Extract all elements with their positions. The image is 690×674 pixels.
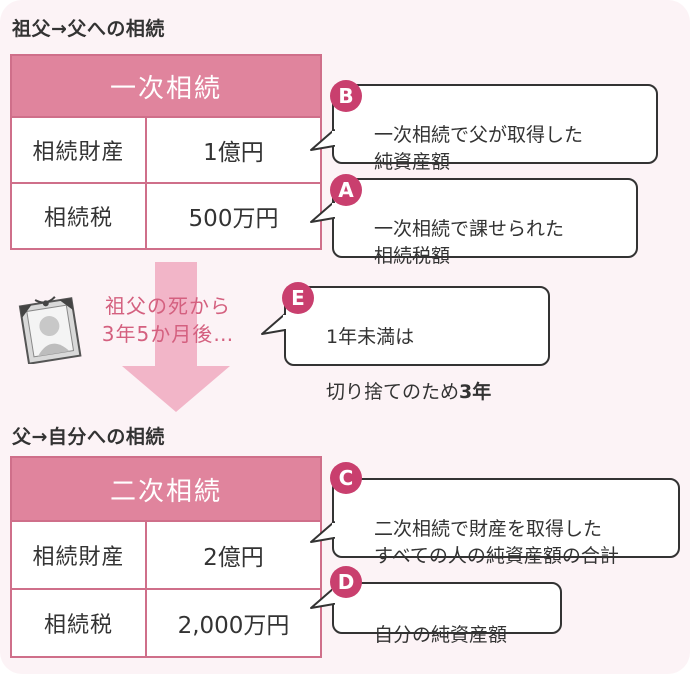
note-c-badge: C (330, 462, 362, 494)
time-elapsed-caption: 祖父の死から 3年5か月後… (101, 294, 235, 346)
second-inheritance-table: 二次相続 相続財産 2億円 相続税 2,000万円 (10, 456, 322, 658)
first-assets-value: 1億円 (203, 140, 264, 166)
note-d-bubble: 自分の純資産額 (332, 582, 562, 646)
second-assets-value: 2億円 (203, 545, 264, 571)
section1-title: 祖父→父への相続 (12, 18, 165, 40)
note-e-badge: E (282, 282, 314, 314)
note-e-bubble: 1年未満は 切り捨てのため3年 (284, 286, 550, 403)
down-arrow (122, 262, 230, 412)
note-d-text: 自分の純資産額 (374, 623, 508, 646)
first-row-assets: 相続財産 1億円 (12, 118, 320, 184)
note-e-bold-years: 3年 (459, 380, 492, 403)
note-a-badge: A (330, 174, 362, 206)
note-e-line2-text: 切り捨てのため (326, 380, 460, 403)
note-c-bubble: 二次相続で財産を取得した すべての人の純資産額の合計 (332, 478, 680, 567)
first-tax-value: 500万円 (188, 206, 279, 232)
note-b-pointer (310, 129, 336, 151)
second-tax-value: 2,000万円 (177, 613, 290, 639)
note-b-badge: B (330, 80, 362, 112)
first-table-header: 一次相続 (12, 56, 320, 118)
note-c-pointer (310, 521, 336, 543)
first-assets-label: 相続財産 (12, 118, 147, 182)
note-a-bubble: 一次相続で課せられた 相続税額 (332, 178, 638, 267)
note-e-line2: 切り捨てのため3年 (326, 379, 536, 407)
note-e-pointer (261, 313, 287, 335)
section2-title: 父→自分への相続 (12, 426, 165, 448)
note-e-line1: 1年未満は (326, 325, 415, 348)
note-a-text: 一次相続で課せられた 相続税額 (374, 217, 565, 268)
note-c-text: 二次相続で財産を取得した すべての人の純資産額の合計 (374, 517, 619, 568)
note-b-bubble: 一次相続で父が取得した 純資産額 (332, 84, 658, 173)
note-b-text: 一次相続で父が取得した 純資産額 (374, 123, 584, 174)
first-row-tax: 相続税 500万円 (12, 184, 320, 248)
second-row-tax: 相続税 2,000万円 (12, 590, 320, 656)
second-row-assets: 相続財産 2億円 (12, 522, 320, 590)
note-d-badge: D (330, 566, 362, 598)
first-tax-label: 相続税 (12, 184, 147, 248)
first-inheritance-table: 一次相続 相続財産 1億円 相続税 500万円 (10, 54, 322, 250)
second-tax-label: 相続税 (12, 590, 147, 656)
second-table-header: 二次相続 (12, 458, 320, 522)
note-a-pointer (310, 201, 336, 223)
second-assets-label: 相続財産 (12, 522, 147, 588)
memorial-photo-icon (18, 296, 82, 364)
